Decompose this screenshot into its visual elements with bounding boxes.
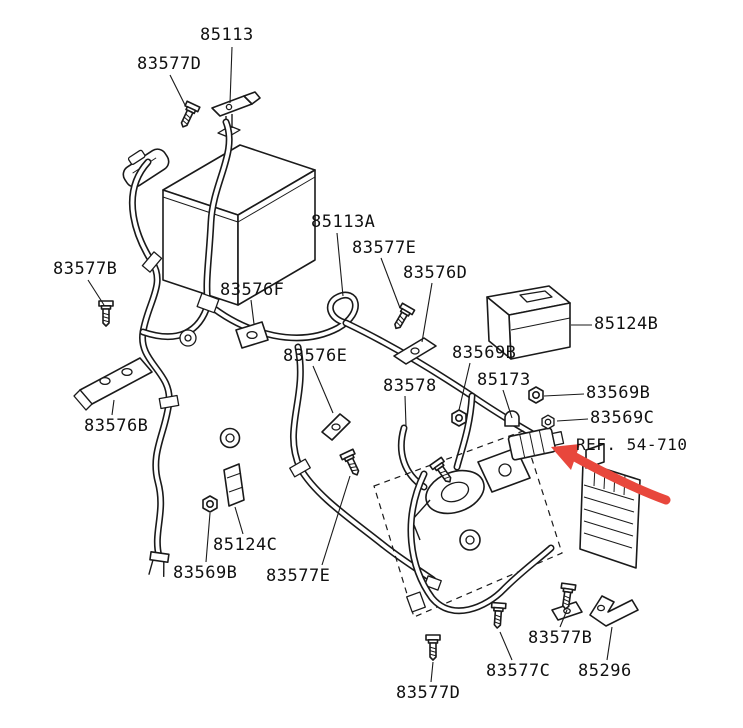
clamp-83576E <box>321 413 351 441</box>
part-label-83569B-bottom-left: 83569B <box>173 563 238 583</box>
round-connector <box>219 427 241 449</box>
clamp-83576F <box>235 321 269 349</box>
clip-85124C <box>223 463 245 507</box>
clamp-83576D <box>393 337 437 365</box>
part-label-83569B-mid: 83569B <box>452 343 517 363</box>
part-label-83569C: 83569C <box>590 408 655 428</box>
bolt-83577C <box>489 601 507 630</box>
bolt-83577E-top <box>389 302 416 333</box>
part-label-85173: 85173 <box>477 370 531 390</box>
part-label-85113A: 85113A <box>311 212 376 232</box>
battery <box>162 114 316 306</box>
branch-connector <box>196 292 220 314</box>
part-label-83577E-bottom: 83577E <box>266 566 331 586</box>
part-label-83577D-top: 83577D <box>137 54 202 74</box>
bolt-83577D-top <box>175 100 201 131</box>
part-label-83577B-bottom: 83577B <box>528 628 593 648</box>
part-label-83569B-right: 83569B <box>586 383 651 403</box>
part-label-85296: 85296 <box>578 661 632 681</box>
junction-box <box>579 443 641 569</box>
part-label-85124B: 85124B <box>594 314 659 334</box>
harness-grommet <box>179 329 197 347</box>
part-label-83578: 83578 <box>383 376 437 396</box>
part-label-83577E-top: 83577E <box>352 238 417 258</box>
harness-sleeve <box>158 394 180 410</box>
red-annotation-arrow <box>551 444 671 505</box>
bracket-83576B <box>73 357 153 411</box>
bolt-83577E-bottom <box>339 448 365 479</box>
terminal-cap-85173 <box>504 410 520 427</box>
bolt-83577D-bottom <box>425 634 441 661</box>
bracket-85124B <box>486 285 571 360</box>
part-label-83576E: 83576E <box>283 346 348 366</box>
bracket-85296 <box>589 595 639 627</box>
part-label-83577B-left: 83577B <box>53 259 118 279</box>
battery-terminal-clamp <box>211 91 261 117</box>
harness-sleeve <box>289 458 311 478</box>
fork-terminal <box>148 551 170 577</box>
part-label-83577D-bottom: 83577D <box>396 683 461 703</box>
bolt-83577B-left <box>98 300 114 327</box>
part-label-83577C: 83577C <box>486 661 551 681</box>
ref-connector-block <box>507 427 565 461</box>
nut-83569B-mid <box>451 409 467 427</box>
part-label-83576B: 83576B <box>84 416 149 436</box>
ref-note-54-710: REF. 54-710 <box>576 435 688 454</box>
part-label-85124C: 85124C <box>213 535 278 555</box>
part-label-83576F: 83576F <box>220 280 285 300</box>
part-label-85113: 85113 <box>200 25 254 45</box>
small-connector <box>424 575 442 591</box>
harness-sleeve <box>141 251 163 273</box>
nut-83569C <box>541 414 555 430</box>
leader-lines <box>87 46 613 683</box>
nut-83569B-bottom-left <box>202 495 218 513</box>
part-label-83576D: 83576D <box>403 263 468 283</box>
nut-83569B-right <box>528 386 544 404</box>
